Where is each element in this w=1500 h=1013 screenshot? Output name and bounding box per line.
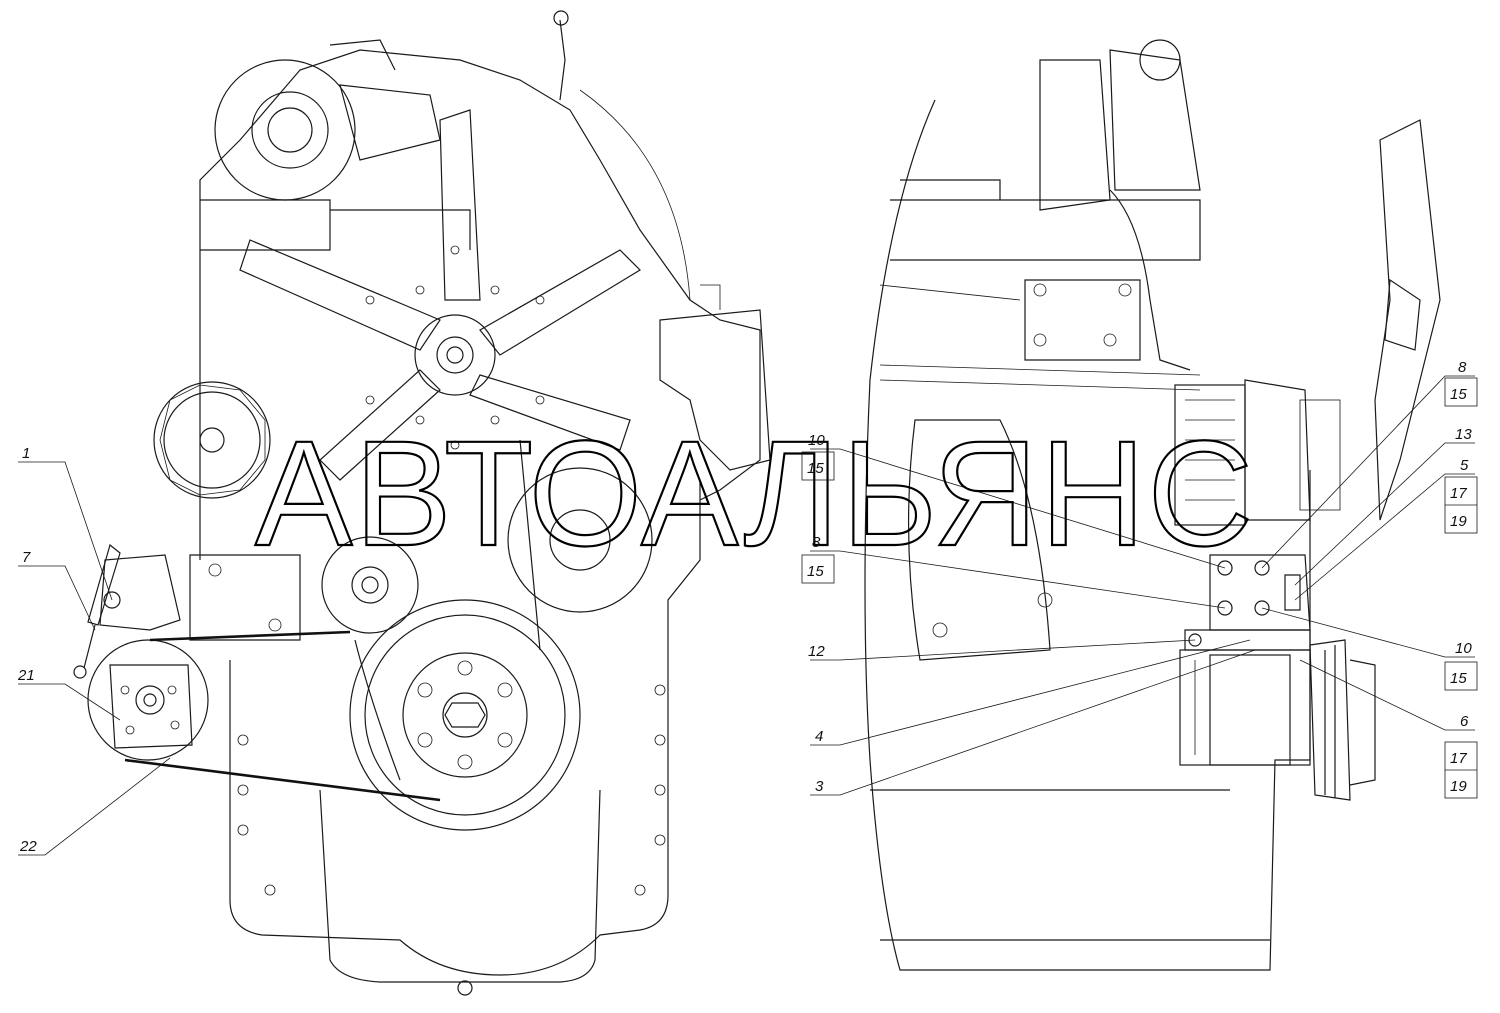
callout-5: 5: [1460, 457, 1469, 474]
fuel-pump: [659, 309, 771, 471]
callout-12: 12: [808, 643, 825, 660]
callout-10-top-sub: 15: [807, 460, 824, 477]
callout-4: 4: [815, 728, 823, 745]
callouts: 1 7 21 22 8 15 13 5 17 19 10 15 8 15 12 …: [17, 359, 1478, 855]
alternator: [1174, 379, 1341, 526]
callout-8-mid: 8: [812, 534, 821, 551]
watermark: АВТОАЛЬЯНС: [255, 409, 1255, 577]
fan-side: [1374, 119, 1441, 521]
callout-8-top-sub: 15: [1450, 386, 1467, 403]
cylinder-head: [890, 199, 1201, 261]
callout-21: 21: [17, 667, 35, 684]
callout-5-sub1: 17: [1450, 485, 1467, 502]
callout-8-top: 8: [1458, 359, 1467, 376]
callout-10-bot: 10: [1455, 640, 1472, 657]
callout-5-sub2: 19: [1450, 513, 1467, 530]
fan-belt: [354, 439, 541, 781]
fan-hub-bolts: [365, 245, 545, 450]
turbocharger: [214, 39, 441, 201]
callout-3: 3: [815, 778, 824, 795]
front-oil-pan: [229, 480, 701, 976]
side-view: [864, 39, 1441, 971]
callout-13: 13: [1455, 426, 1472, 443]
compressor-belt: [124, 630, 441, 802]
side-block-outline: [864, 99, 1311, 971]
cooling-fan: [239, 109, 641, 481]
front-block: [199, 49, 761, 560]
callout-6: 6: [1460, 713, 1469, 730]
dipstick: [559, 19, 566, 101]
turbocharger-side: [1039, 39, 1201, 211]
leader-lines: [18, 375, 1475, 856]
crankshaft-pulley: [349, 599, 581, 831]
alternator-pulley: [153, 381, 271, 499]
front-view: [73, 10, 771, 996]
ac-compressor-side: [1179, 639, 1376, 801]
sump-bolts: [237, 684, 666, 896]
callout-6-sub2: 19: [1450, 778, 1467, 795]
callout-1: 1: [22, 445, 30, 462]
callout-10-top: 10: [808, 432, 825, 449]
callout-8-mid-sub: 15: [807, 563, 824, 580]
callout-7: 7: [22, 549, 31, 566]
callout-22: 22: [19, 838, 37, 855]
ac-compressor-front: [87, 639, 209, 761]
callout-6-sub1: 17: [1450, 750, 1467, 767]
idler-pulley: [321, 536, 419, 634]
adjusting-strap: [83, 624, 96, 669]
callout-10-bot-sub: 15: [1450, 670, 1467, 687]
oil-filter: [907, 419, 1051, 661]
